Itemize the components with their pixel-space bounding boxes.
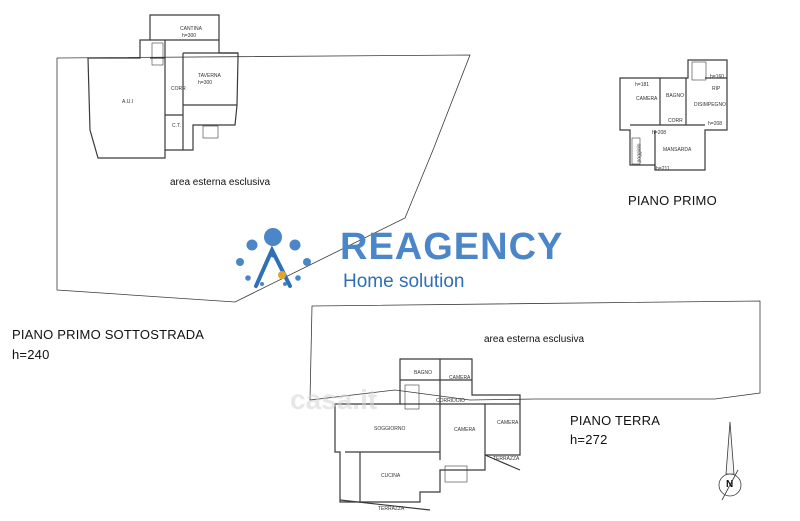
logo-tagline: Home solution — [343, 271, 465, 292]
room-label: A.U.I — [122, 99, 134, 105]
room-label: CORR — [668, 118, 683, 124]
room-label: BAGNO — [666, 93, 685, 99]
room-label: CAMERA — [636, 96, 658, 102]
room-label: CORRIDOIO — [436, 398, 465, 404]
logo-mark — [236, 228, 311, 288]
room-label: CORR — [171, 86, 186, 92]
room-label: RIP — [712, 86, 721, 92]
ground-floor-height: h=272 — [570, 432, 608, 447]
watermark: casa.it — [290, 384, 378, 415]
room-label: C.T. — [172, 123, 181, 129]
logo-brand-rest: AGENCY — [394, 226, 564, 268]
room-height: h=211 — [656, 166, 670, 172]
room-label: CAMERA — [497, 420, 519, 426]
room-label: TERRAZZA — [493, 456, 520, 462]
ground-outdoor-boundary — [309, 300, 761, 401]
room-label: CAMERA — [449, 375, 471, 381]
room-label: SOGGIORNO — [374, 426, 406, 432]
compass-rose — [718, 421, 742, 501]
basement-outdoor-label: area esterna esclusiva — [170, 177, 271, 188]
logo-brand: REAGENCY — [340, 226, 563, 269]
room-label: DISIMPEGNO — [694, 102, 726, 108]
room-label: TAVERNA — [198, 73, 221, 79]
ground-floor-title: PIANO TERRA — [570, 413, 661, 428]
room-height: h=208 — [652, 130, 667, 136]
logo-brand-first: RE — [340, 226, 395, 268]
ground-outdoor-label: area esterna esclusiva — [484, 334, 585, 345]
basement-outdoor-boundary — [56, 54, 471, 303]
room-label: TERRAZZA — [378, 506, 405, 512]
room-label: poggiolo — [636, 143, 643, 163]
room-height: h=208 — [708, 121, 723, 127]
room-label: CANTINA — [180, 26, 202, 32]
room-label: CUCINA — [381, 473, 401, 479]
room-label: MANSARDA — [663, 147, 692, 153]
room-height: h=300 — [198, 80, 213, 86]
first-floor-building — [619, 59, 728, 171]
compass-north-label: N — [726, 479, 734, 490]
first-floor-title: PIANO PRIMO — [628, 193, 717, 208]
room-label: BAGNO — [414, 370, 433, 376]
room-height: h=300 — [182, 33, 197, 39]
ground-floor-building — [334, 358, 521, 511]
basement-building — [87, 14, 239, 159]
room-label: CAMERA — [454, 427, 476, 433]
basement-height: h=240 — [12, 347, 50, 362]
basement-title: PIANO PRIMO SOTTOSTRADA — [12, 327, 205, 342]
room-height: h=181 — [635, 82, 650, 88]
room-height: h=160 — [710, 74, 725, 80]
